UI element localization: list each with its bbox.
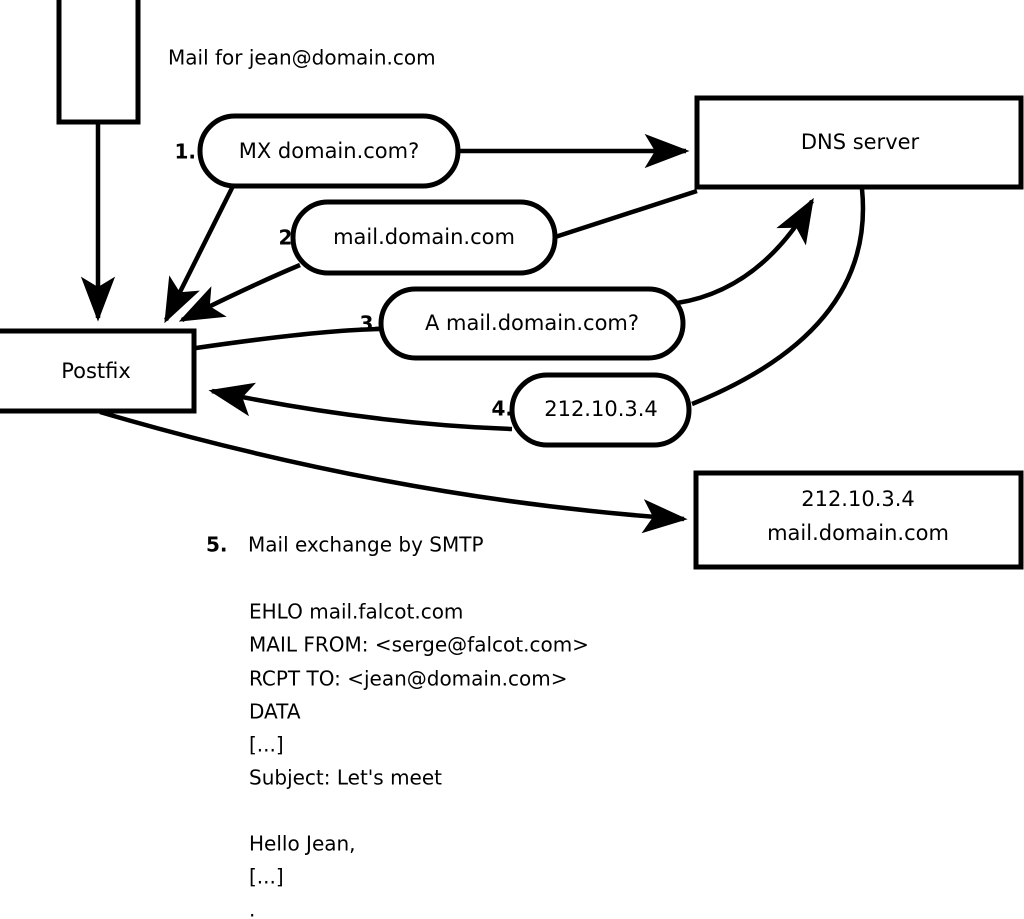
step-5-label: Mail exchange by SMTP — [248, 533, 484, 557]
mail-server-box[interactable] — [693, 470, 1024, 570]
smtp-line-3: DATA — [249, 700, 301, 724]
edge-postfix-to-mailserver — [99, 409, 688, 534]
smtp-line-8: [...] — [249, 865, 284, 889]
edge-step2-to-postfix — [178, 262, 301, 323]
mail-server-hostname: mail.domain.com — [767, 521, 949, 545]
step-4-group[interactable]: 4. 212.10.3.4 — [491, 372, 692, 448]
dns-server-box[interactable] — [694, 95, 1024, 190]
node-sender[interactable] — [56, 0, 141, 125]
step-2-bubble[interactable] — [290, 199, 558, 276]
step-2-label: mail.domain.com — [333, 225, 515, 249]
node-dns-server[interactable]: DNS server — [694, 95, 1024, 190]
smtp-line-2: RCPT TO: <jean@domain.com> — [249, 667, 568, 691]
edge-postfix-to-step3 — [195, 326, 382, 351]
step-3-bubble[interactable] — [378, 286, 686, 361]
step-5-number: 5. — [206, 533, 228, 557]
postfix-box[interactable] — [0, 328, 197, 414]
step-1-label: MX domain.com? — [239, 139, 420, 163]
postfix-label: Postfix — [61, 359, 131, 383]
node-postfix[interactable]: Postfix — [0, 328, 197, 414]
step-2-group[interactable]: 2. mail.domain.com — [278, 199, 558, 276]
smtp-line-10: . — [249, 898, 255, 919]
step-3-number: 3. — [359, 312, 381, 336]
smtp-line-0: EHLO mail.falcot.com — [249, 600, 463, 624]
edge-step3-to-dns — [676, 197, 814, 306]
edge-dns-to-step2 — [551, 188, 698, 241]
edge-step4-to-postfix — [208, 382, 513, 432]
smtp-line-4: [...] — [249, 733, 284, 757]
edge-dns-to-step4 — [691, 188, 866, 407]
step-1-group[interactable]: 1. MX domain.com? — [174, 113, 461, 189]
step-1-bubble[interactable] — [197, 113, 461, 189]
step-3-group[interactable]: 3. A mail.domain.com? — [359, 286, 686, 361]
smtp-line-1: MAIL FROM: <serge@falcot.com> — [249, 633, 589, 657]
edge-step1-to-postfix — [163, 184, 236, 324]
step-4-bubble[interactable] — [509, 372, 692, 448]
step-1-number: 1. — [174, 140, 196, 164]
step-3-label: A mail.domain.com? — [425, 311, 639, 335]
dns-server-label: DNS server — [801, 130, 920, 154]
step-4-label: 212.10.3.4 — [544, 397, 658, 421]
step-4-number: 4. — [491, 397, 513, 421]
mail-for-caption: Mail for jean@domain.com — [168, 46, 436, 70]
sender-box[interactable] — [56, 0, 141, 125]
smtp-line-7: Hello Jean, — [249, 832, 356, 856]
smtp-line-5: Subject: Let's meet — [249, 766, 442, 790]
node-mail-server[interactable]: 212.10.3.4 mail.domain.com — [693, 470, 1024, 570]
mail-server-ip: 212.10.3.4 — [801, 487, 915, 511]
